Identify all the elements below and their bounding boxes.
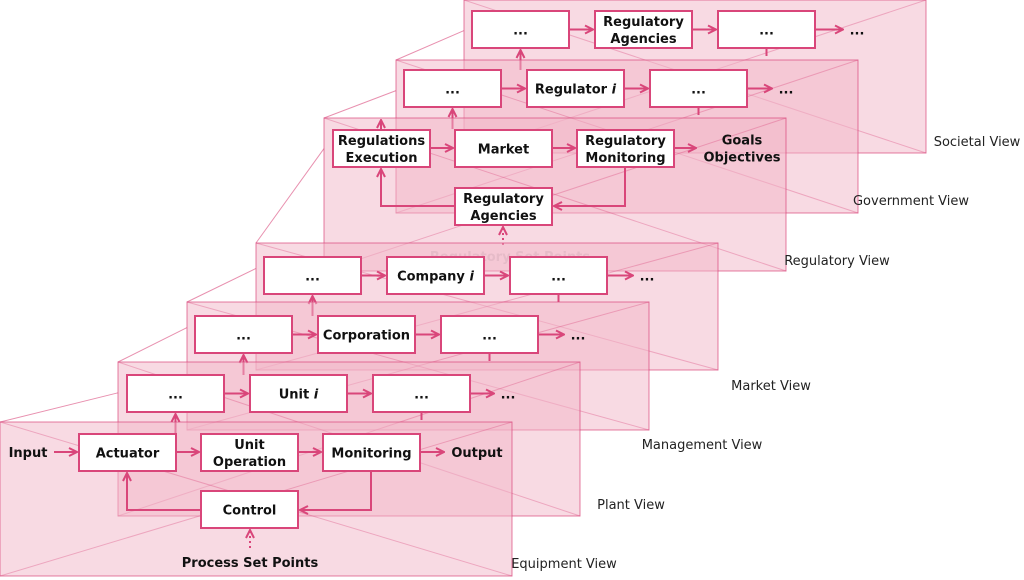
flow-arrow <box>554 167 626 206</box>
block-label: ... <box>414 388 429 403</box>
block-label: ... <box>482 329 497 344</box>
connector-line <box>255 148 325 244</box>
block-label: Monitoring <box>331 447 411 462</box>
block-box <box>317 315 416 354</box>
view-label: Management View <box>642 438 763 453</box>
block-box <box>649 69 748 108</box>
tail-label: ... <box>501 388 516 403</box>
flow-arrow <box>127 473 201 511</box>
view-label: Equipment View <box>511 557 617 572</box>
connector-line <box>117 327 188 363</box>
connector-line <box>323 90 397 119</box>
block-box <box>717 10 816 49</box>
block-label: Market <box>478 143 529 158</box>
block-box <box>454 187 553 226</box>
block-label: Unit i <box>279 388 319 403</box>
block-label: Control <box>223 504 277 519</box>
tail-label: ... <box>779 83 794 98</box>
block-box <box>440 315 539 354</box>
block-box <box>200 433 299 472</box>
block-box <box>526 69 625 108</box>
block-label: ... <box>445 83 460 98</box>
block-box <box>322 433 421 472</box>
view-label: Plant View <box>597 498 665 513</box>
block-box <box>78 433 177 472</box>
block-label: ... <box>236 329 251 344</box>
flow-arrow <box>381 169 455 207</box>
block-box <box>594 10 693 49</box>
flow-arrow <box>300 471 372 510</box>
block-label: ... <box>691 83 706 98</box>
process-set-points-label: Process Set Points <box>182 556 319 571</box>
block-label: Company i <box>397 270 474 285</box>
view-label: Regulatory View <box>784 254 890 269</box>
view-label: Market View <box>731 379 811 394</box>
input-label: Input <box>9 446 48 461</box>
block-box <box>126 374 225 413</box>
view-label: Societal View <box>934 135 1021 150</box>
block-box <box>576 129 675 168</box>
block-label: ... <box>168 388 183 403</box>
tail-label: ... <box>640 270 655 285</box>
view-label: Government View <box>853 194 969 209</box>
connector-line <box>186 267 257 303</box>
connector-line <box>0 392 119 423</box>
connector-line <box>395 30 465 61</box>
block-label: Corporation <box>323 329 410 344</box>
block-box <box>263 256 362 295</box>
block-label: ... <box>513 24 528 39</box>
block-label: ... <box>305 270 320 285</box>
block-box <box>471 10 570 49</box>
block-label: Regulator i <box>535 83 617 98</box>
tail-label: ... <box>850 24 865 39</box>
tail-label: ... <box>571 329 586 344</box>
block-label: Actuator <box>96 447 160 462</box>
output-label: Output <box>451 446 502 461</box>
block-label: ... <box>759 24 774 39</box>
block-label: ... <box>551 270 566 285</box>
block-box <box>194 315 293 354</box>
block-box <box>454 129 553 168</box>
block-box <box>332 129 431 168</box>
